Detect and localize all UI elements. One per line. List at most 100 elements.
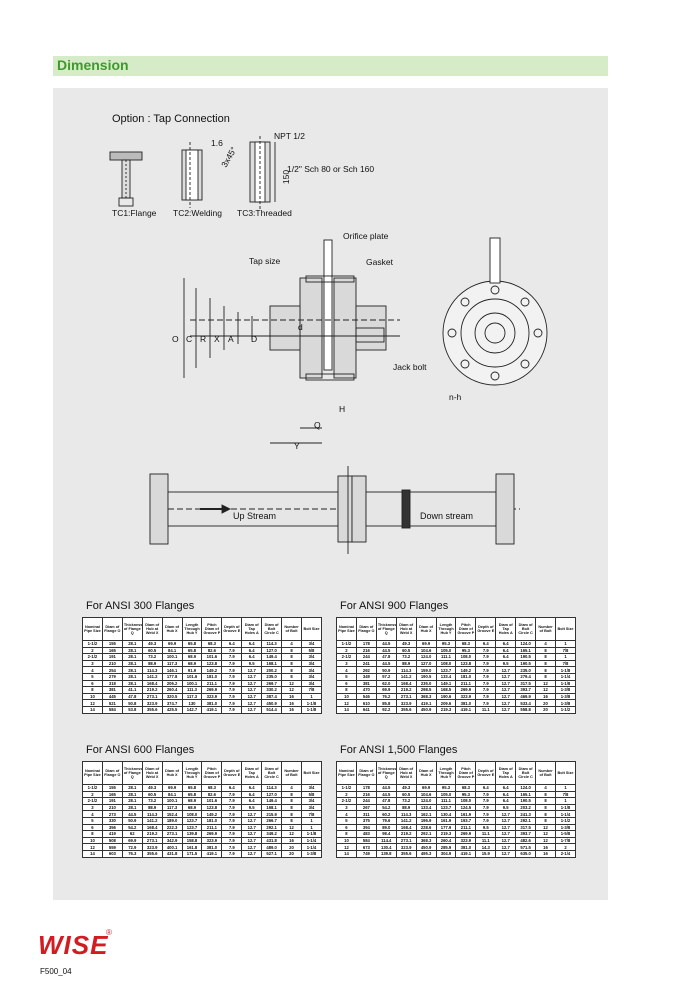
table-cell: 7/8 — [300, 686, 323, 694]
flange-section-drawing — [183, 237, 548, 444]
table-cell: 8 — [281, 803, 302, 812]
table-cell: 95.3 — [455, 646, 477, 655]
column-header: Nominal Pipe Size — [82, 761, 103, 785]
table-cell: 168.1 — [261, 803, 283, 812]
table-cell: 211.1 — [201, 679, 223, 688]
table-cell: 123.7 — [181, 816, 203, 825]
table-cell: 311 — [355, 810, 377, 818]
table-cell: 285.9 — [435, 843, 457, 851]
table-cell: 95.3 — [435, 784, 457, 792]
table-cell: 146.1 — [161, 666, 183, 674]
table-cell: 28.1 — [121, 803, 143, 812]
table-cell: 12.7 — [495, 679, 517, 688]
table-cell: 368.3 — [415, 692, 437, 701]
table-cell: 419.1 — [455, 705, 477, 714]
table-cell: 20 — [281, 843, 302, 851]
table-cell: 12.7 — [241, 705, 263, 714]
ansi1500-title: For ANSI 1,500 Flanges — [340, 744, 458, 756]
table-cell: 158.8 — [181, 836, 203, 845]
table-cell: 8 — [336, 686, 357, 694]
table-cell: 12 — [82, 699, 103, 707]
column-header: Nominal Pipe Size — [82, 617, 103, 641]
table-cell: 7.9 — [475, 659, 497, 668]
table-cell: 73.2 — [395, 797, 417, 805]
table-cell: 8 — [535, 666, 556, 674]
table-cell: 8 — [535, 653, 556, 661]
table-cell: 190.5 — [515, 653, 537, 661]
table-cell: 1-1/2 — [82, 640, 103, 648]
table-cell: 98.4 — [375, 830, 397, 838]
table-cell: 241 — [355, 659, 377, 668]
table-cell: 12.7 — [241, 849, 263, 858]
table-cell: 44.5 — [121, 810, 143, 818]
table-cell: 54.2 — [375, 803, 397, 812]
table-cell: 12.7 — [241, 816, 263, 825]
table-cell: 8 — [281, 653, 302, 661]
table-cell: 72.9 — [121, 843, 143, 851]
table-cell: 114.3 — [141, 666, 163, 674]
table-cell: 431.8 — [161, 849, 183, 858]
document-code: F500_04 — [40, 967, 72, 976]
column-header: Bolt Size — [300, 617, 323, 641]
table-cell: 9.5 — [475, 823, 497, 832]
table-cell: 419.1 — [201, 705, 223, 714]
table-cell: 3 — [82, 659, 103, 668]
table-cell: 320.5 — [161, 692, 183, 701]
table-cell: 6.4 — [495, 790, 517, 799]
table-cell: 14 — [336, 705, 357, 714]
table-cell: 68.3 — [455, 640, 477, 648]
table-cell: 269.9 — [201, 686, 223, 694]
table-cell: 41.1 — [121, 686, 143, 694]
table-cell: 149.4 — [261, 653, 283, 661]
table-cell: 12.7 — [241, 672, 263, 681]
table-cell: 152.4 — [161, 810, 183, 818]
table-cell: 124.0 — [515, 640, 537, 648]
table-cell: 269.9 — [201, 830, 223, 838]
table-cell: 470 — [355, 686, 377, 694]
table-cell: 28.1 — [121, 653, 143, 661]
table-cell: 7.9 — [475, 672, 497, 681]
table-cell: 610 — [355, 699, 377, 707]
table-cell: 14 — [82, 705, 103, 714]
table-cell: 8 — [281, 666, 302, 674]
table-cell: 28.1 — [121, 666, 143, 674]
column-header: Depth of Groove E — [221, 617, 243, 641]
table-cell: 2-1/2 — [82, 653, 103, 661]
table-cell: 196.9 — [415, 816, 437, 825]
table-cell: 88.9 — [141, 803, 163, 812]
table-cell: 1-3/8 — [300, 849, 323, 858]
table-cell: 7.9 — [221, 672, 243, 681]
table-cell: 219.2 — [141, 686, 163, 694]
table-cell: 28.1 — [121, 679, 143, 688]
table-cell: 558.8 — [515, 705, 537, 714]
table-cell: 49.3 — [395, 640, 417, 648]
table-cell: 16 — [535, 692, 556, 701]
column-header: Depth of Groove E — [475, 761, 497, 785]
up-stream-label: Up Stream — [233, 511, 277, 521]
table-cell: 374.7 — [161, 699, 183, 707]
table-cell: 44.5 — [375, 640, 397, 648]
table-cell: 12.7 — [241, 686, 263, 694]
table-cell: 165 — [101, 646, 123, 655]
table-cell: 16 — [281, 699, 302, 707]
table-cell: 130 — [181, 699, 203, 707]
column-header: Diam of Bolt Circle C — [515, 761, 537, 785]
table-cell: 1-1/8 — [300, 699, 323, 707]
table-cell: 7.9 — [221, 666, 243, 674]
table-cell: 68.3 — [455, 784, 477, 792]
table-cell: 211.1 — [201, 823, 223, 832]
table-cell: 9.5 — [241, 659, 263, 668]
table-cell: 68.3 — [201, 784, 223, 792]
table-cell: 323.9 — [395, 699, 417, 707]
table-cell: 1 — [554, 640, 577, 648]
tc1-label: TC1:Flange — [112, 208, 157, 218]
table-cell: 235.0 — [415, 679, 437, 688]
